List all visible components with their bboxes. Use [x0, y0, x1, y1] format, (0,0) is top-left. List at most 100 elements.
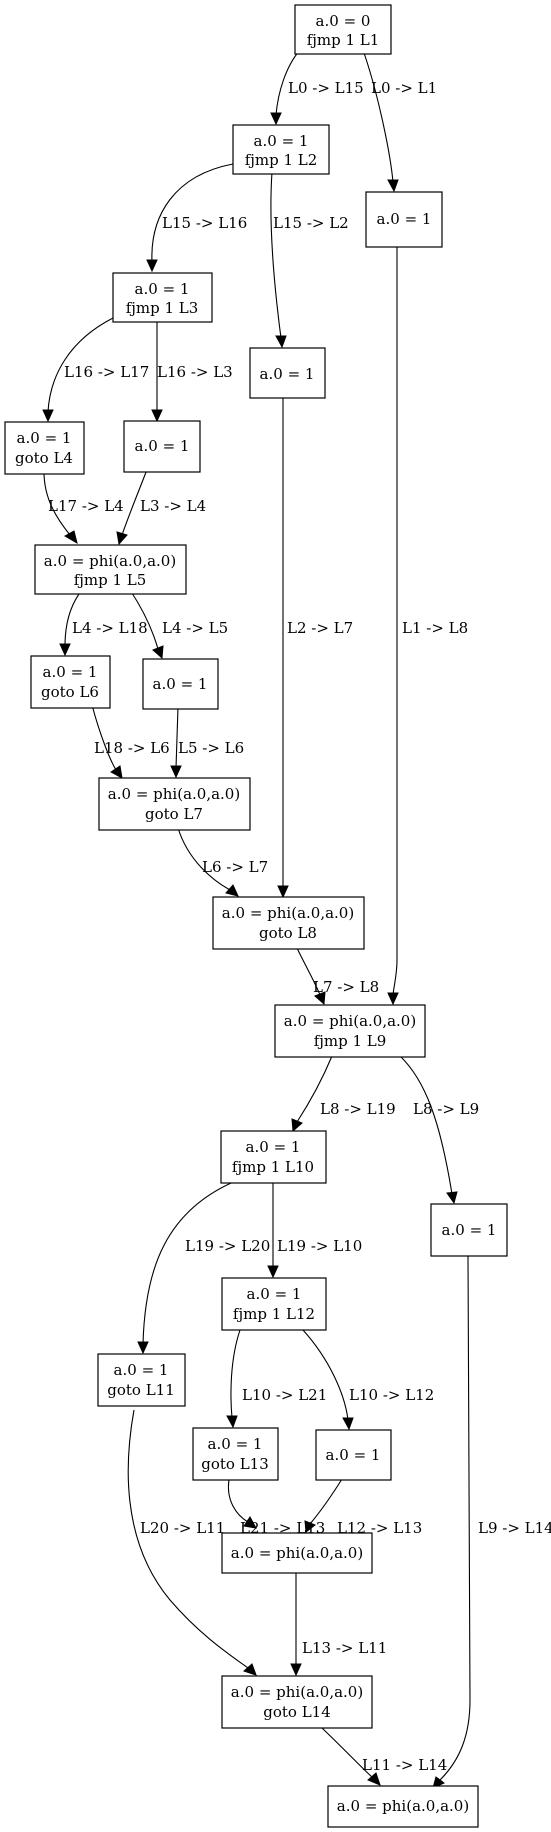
edge-arrowhead — [151, 409, 163, 423]
edge-label-L0-L15: L0 -> L15 — [288, 79, 364, 97]
graph-node: a.0 = 1 fjmp 1 L3 — [112, 272, 213, 323]
graph-node: a.0 = 1 goto L4 — [4, 421, 85, 475]
svg-text:a.0 = phi(a.0,a.0): a.0 = phi(a.0,a.0) — [222, 904, 354, 922]
edge-arrowhead — [243, 1516, 257, 1529]
edge-arrowhead — [275, 335, 287, 349]
edge-label-L10-L12: L10 -> L12 — [349, 1386, 434, 1404]
svg-text:goto L8: goto L8 — [259, 924, 317, 942]
graph-node: a.0 = 1 — [365, 191, 443, 248]
edge-arrowhead — [137, 1341, 149, 1355]
graph-node: a.0 = phi(a.0,a.0) goto L8 — [212, 896, 365, 950]
edge-label-L19-L20: L19 -> L20 — [185, 1237, 270, 1255]
edge-arrowhead — [446, 1191, 458, 1205]
graph-node: a.0 = 1 fjmp 1 L2 — [232, 124, 330, 175]
edge-L0-L15 — [275, 49, 301, 116]
graph-node: a.0 = 0 fjmp 1 L1 — [294, 4, 392, 55]
edge-arrowhead — [290, 1663, 302, 1677]
svg-text:a.0 = phi(a.0,a.0): a.0 = phi(a.0,a.0) — [108, 785, 240, 803]
svg-text:a.0 = 1: a.0 = 1 — [17, 429, 72, 447]
graph-node: a.0 = 1 goto L11 — [97, 1353, 186, 1407]
edge-label-L1-L8: L1 -> L8 — [402, 619, 468, 637]
edge-arrowhead — [314, 991, 326, 1006]
edges — [42, 49, 471, 1789]
svg-text:fjmp 1 L12: fjmp 1 L12 — [233, 1305, 315, 1323]
edge-L0-L1 — [362, 49, 394, 183]
edge-L9-L14 — [439, 1255, 471, 1781]
edge-L7-L8 — [295, 945, 321, 996]
svg-text:goto L7: goto L7 — [145, 805, 203, 823]
edge-label-L6-L7: L6 -> L7 — [202, 858, 268, 876]
edge-label-L18-L6: L18 -> L6 — [94, 739, 170, 757]
edge-L8-L19 — [296, 1055, 333, 1123]
edge-arrowhead — [226, 1415, 238, 1429]
svg-text:goto L4: goto L4 — [15, 449, 73, 467]
edge-labels: L0 -> L15 L0 -> L1 L15 -> L16 L15 -> L2 … — [48, 79, 551, 1774]
edge-L20-L11 — [127, 1409, 249, 1669]
edge-L1-L8 — [392, 246, 398, 996]
graph-node: a.0 = 1 goto L6 — [30, 655, 111, 709]
edge-arrowhead — [387, 179, 399, 193]
edge-L4-L18 — [64, 589, 83, 647]
svg-text:a.0 = 1: a.0 = 1 — [247, 1285, 302, 1303]
edge-label-L15-L2: L15 -> L2 — [273, 214, 349, 232]
graph-node: a.0 = phi(a.0,a.0) — [221, 1532, 373, 1574]
edge-label-L0-L1: L0 -> L1 — [371, 79, 437, 97]
edge-arrowhead — [59, 643, 71, 657]
graph-node: a.0 = phi(a.0,a.0) goto L7 — [98, 777, 251, 831]
edge-arrowhead — [387, 992, 399, 1006]
edge-label-L11-L14: L11 -> L14 — [362, 1756, 447, 1774]
edge-label-L7-L8: L7 -> L8 — [313, 978, 379, 996]
graph-node: a.0 = 1 fjmp 1 L10 — [220, 1130, 327, 1184]
edge-label-L15-L16: L15 -> L16 — [162, 214, 247, 232]
edge-arrowhead — [116, 531, 128, 546]
edge-L10-L21 — [230, 1329, 241, 1419]
edge-label-L16-L17: L16 -> L17 — [64, 363, 149, 381]
svg-text:a.0 = 0: a.0 = 0 — [316, 12, 371, 30]
edge-L8-L9 — [399, 1055, 453, 1195]
edge-arrowhead — [304, 1520, 316, 1533]
edge-arrowhead — [342, 1417, 354, 1431]
edge-arrowhead — [146, 259, 158, 273]
svg-text:a.0 = 1: a.0 = 1 — [260, 365, 315, 383]
edge-L15-L2 — [270, 171, 282, 339]
svg-text:a.0 = 1: a.0 = 1 — [208, 1435, 263, 1453]
edge-L17-L4 — [43, 471, 71, 536]
svg-text:goto L6: goto L6 — [41, 683, 99, 701]
svg-text:fjmp 1 L3: fjmp 1 L3 — [126, 299, 199, 317]
svg-text:a.0 = 1: a.0 = 1 — [254, 132, 309, 150]
edge-label-L16-L3: L16 -> L3 — [157, 363, 233, 381]
edge-L15-L16 — [151, 163, 234, 263]
svg-text:a.0 = phi(a.0,a.0): a.0 = phi(a.0,a.0) — [44, 552, 176, 570]
svg-text:goto L14: goto L14 — [263, 1703, 331, 1721]
edge-L18-L6 — [91, 704, 117, 771]
svg-text:a.0 = phi(a.0,a.0): a.0 = phi(a.0,a.0) — [231, 1683, 363, 1701]
edge-label-L17-L4: L17 -> L4 — [48, 497, 124, 515]
edge-label-L2-L7: L2 -> L7 — [287, 619, 353, 637]
edge-arrowhead — [243, 1663, 257, 1676]
graph-node: a.0 = phi(a.0,a.0) fjmp 1 L5 — [34, 544, 187, 595]
edge-arrowhead — [110, 765, 123, 779]
edge-L5-L6 — [175, 706, 179, 769]
graph-node: a.0 = 1 goto L13 — [192, 1427, 279, 1481]
graph-node: a.0 = phi(a.0,a.0) goto L14 — [221, 1675, 373, 1729]
svg-text:a.0 = 1: a.0 = 1 — [153, 675, 208, 693]
svg-text:a.0 = phi(a.0,a.0): a.0 = phi(a.0,a.0) — [337, 1797, 469, 1815]
edge-arrowhead — [291, 1118, 303, 1133]
edge-L21-L13 — [227, 1479, 249, 1523]
svg-text:a.0 = 1: a.0 = 1 — [377, 210, 432, 228]
edge-L4-L5 — [129, 589, 159, 650]
svg-text:a.0 = 1: a.0 = 1 — [114, 1361, 169, 1379]
edge-arrowhead — [270, 112, 282, 126]
edge-arrowhead — [152, 645, 164, 660]
svg-text:fjmp 1 L10: fjmp 1 L10 — [232, 1158, 314, 1176]
graph-node: a.0 = phi(a.0,a.0) — [327, 1785, 479, 1828]
svg-text:a.0 = 1: a.0 = 1 — [442, 1221, 497, 1239]
graph-node: a.0 = 1 — [315, 1429, 392, 1481]
graph-node: a.0 = 1 — [249, 347, 326, 399]
edge-arrowhead — [277, 885, 289, 899]
edge-label-L8-L19: L8 -> L19 — [320, 1100, 396, 1118]
svg-text:fjmp 1 L1: fjmp 1 L1 — [307, 31, 380, 49]
svg-text:a.0 = 1: a.0 = 1 — [246, 1138, 301, 1156]
edge-label-L4-L18: L4 -> L18 — [72, 619, 148, 637]
